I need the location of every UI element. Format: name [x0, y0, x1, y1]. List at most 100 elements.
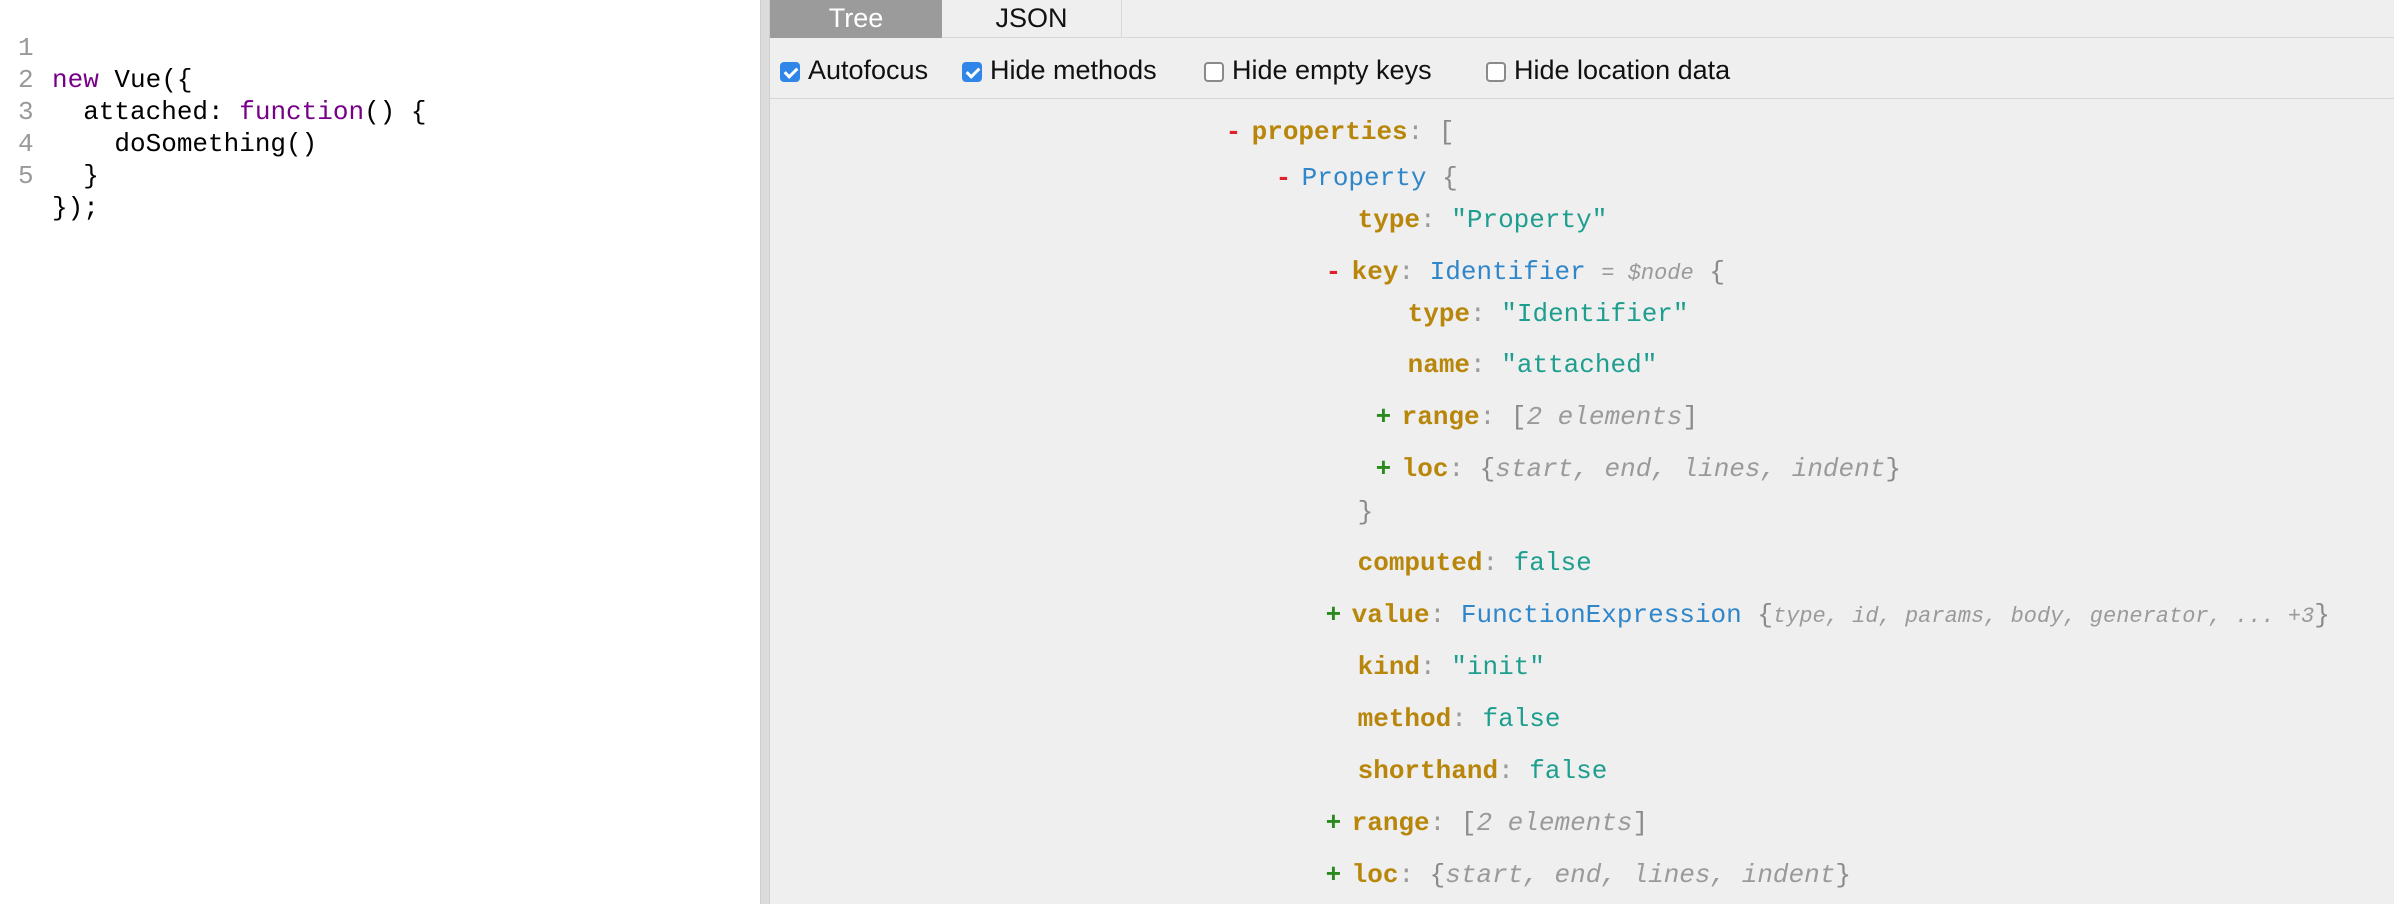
node-value: "Property" [1451, 205, 1608, 235]
line-number: 5 [18, 161, 34, 191]
node-summary: type, id, params, body, generator, ... +… [1772, 604, 2315, 629]
node-colon: : [1470, 350, 1486, 380]
tree-options-toolbar: Autofocus Hide methods Hide empty keys H… [770, 39, 2394, 99]
code-text: Vue({ [98, 65, 193, 95]
node-brace: } [2314, 600, 2330, 630]
tree-node-property[interactable]: -Property { [1182, 127, 1458, 193]
line-number: 1 [18, 33, 34, 63]
node-brace: { [1479, 454, 1496, 484]
expand-toggle[interactable]: + [1325, 600, 1342, 630]
tree-prop-name[interactable]: name: "attached" [1314, 314, 1658, 380]
node-bracket: [ [1438, 117, 1455, 147]
code-text: attached: [52, 97, 240, 127]
node-colon: : [1407, 117, 1424, 147]
code-text: () { [364, 97, 427, 127]
output-panel: Tree JSON Autofocus Hide methods Hide em… [770, 0, 2394, 904]
tree-node-range[interactable]: +range: [2 elements] [1282, 366, 1698, 432]
output-tabs: Tree JSON [770, 0, 2394, 38]
node-brace: { [1429, 860, 1446, 890]
autofocus-checkbox[interactable] [780, 62, 800, 82]
node-key[interactable]: value [1351, 600, 1430, 630]
tree-node-properties[interactable]: -properties: [ [1132, 100, 1455, 147]
tree-prop-kind[interactable]: kind: "init" [1264, 616, 1545, 682]
tab-tree[interactable]: Tree [770, 0, 942, 38]
node-bracket: ] [1632, 808, 1649, 838]
node-colon: : [1398, 860, 1415, 890]
autofocus-option[interactable]: Autofocus [780, 53, 952, 87]
node-key: computed [1357, 548, 1483, 578]
code-line[interactable]: 2 attached: function() { [0, 32, 760, 127]
node-type: FunctionExpression [1460, 600, 1742, 630]
node-key[interactable]: properties [1251, 117, 1408, 147]
node-colon: : [1448, 454, 1465, 484]
tree-close-brace: } [1264, 461, 1374, 527]
expand-toggle[interactable]: + [1325, 808, 1342, 838]
node-key: kind [1357, 652, 1421, 682]
node-brace: } [1885, 454, 1901, 484]
line-number: 2 [18, 65, 34, 95]
node-colon: : [1420, 205, 1436, 235]
node-key: type [1407, 299, 1471, 329]
node-key[interactable]: loc [1401, 454, 1449, 484]
expand-toggle[interactable]: + [1375, 402, 1392, 432]
node-brace: { [1757, 600, 1773, 630]
node-summary: start, end, lines, indent [1445, 860, 1836, 890]
expand-toggle[interactable]: + [1375, 454, 1392, 484]
tree-prop-computed[interactable]: computed: false [1264, 512, 1592, 578]
node-colon: : [1470, 299, 1486, 329]
node-bracket: [ [1460, 808, 1477, 838]
tree-prop-type[interactable]: type: "Identifier" [1314, 263, 1689, 329]
autofocus-label: Autofocus [808, 55, 929, 85]
tree-prop-type[interactable]: type: "Property" [1264, 169, 1608, 235]
hide-empty-keys-label: Hide empty keys [1232, 55, 1432, 85]
tab-json[interactable]: JSON [942, 0, 1122, 38]
node-brace: } [1357, 497, 1374, 527]
collapse-toggle[interactable]: - [1325, 257, 1342, 287]
expand-toggle[interactable]: + [1325, 860, 1342, 890]
tree-prop-shorthand[interactable]: shorthand: false [1264, 720, 1608, 786]
hide-location-data-label: Hide location data [1514, 55, 1731, 85]
tree-prop-method[interactable]: method: false [1264, 668, 1561, 734]
code-keyword: new [52, 65, 99, 95]
collapse-toggle[interactable]: - [1275, 163, 1292, 193]
code-line[interactable]: 4 } [0, 96, 760, 191]
code-line[interactable]: 3 doSomething() [0, 64, 760, 159]
code-line[interactable]: 5 }); [0, 128, 760, 223]
code-text: doSomething() [52, 129, 318, 159]
node-colon: : [1398, 257, 1415, 287]
tree-node-value[interactable]: + value: FunctionExpression {type, id, pa… [1232, 564, 2330, 630]
code-line[interactable]: 1 new Vue({ [0, 0, 760, 95]
node-colon: : [1498, 756, 1514, 786]
hide-location-data-checkbox[interactable] [1486, 62, 1506, 82]
hide-empty-keys-option[interactable]: Hide empty keys [1204, 53, 1474, 87]
node-key[interactable]: key [1351, 257, 1399, 287]
node-value: false [1529, 756, 1608, 786]
code-keyword: function [239, 97, 365, 127]
node-type[interactable]: Property [1301, 163, 1427, 193]
tree-close-brace: } [1214, 866, 1324, 904]
node-brace: { [1709, 257, 1725, 287]
node-key[interactable]: range [1401, 402, 1480, 432]
node-colon: : [1420, 652, 1436, 682]
node-key[interactable]: loc [1351, 860, 1399, 890]
node-key: name [1407, 350, 1471, 380]
node-brace: } [1308, 902, 1324, 904]
hide-empty-keys-checkbox[interactable] [1204, 62, 1224, 82]
ast-tree: -properties: [ -Property { type: "Proper… [770, 100, 2394, 904]
hide-location-data-option[interactable]: Hide location data [1486, 53, 1776, 87]
node-colon: : [1482, 548, 1499, 578]
tree-node-range[interactable]: +range: [2 elements] [1232, 772, 1648, 838]
node-colon: : [1429, 600, 1446, 630]
node-key[interactable]: range [1351, 808, 1430, 838]
node-brace: } [1835, 860, 1851, 890]
tree-node-loc[interactable]: +loc: {start, end, lines, indent} [1282, 418, 1901, 484]
node-type: Identifier [1429, 257, 1586, 287]
code-editor[interactable]: 1 new Vue({ 2 attached: function() { 3 d… [0, 0, 760, 904]
node-key: shorthand [1357, 756, 1499, 786]
tree-node-loc[interactable]: + loc: {start, end, lines, indent} [1232, 824, 1851, 890]
hide-methods-checkbox[interactable] [962, 62, 982, 82]
collapse-toggle[interactable]: - [1225, 117, 1242, 147]
tree-node-key[interactable]: -key: Identifier = $node { [1232, 221, 1725, 287]
pane-splitter[interactable] [760, 0, 770, 904]
hide-methods-option[interactable]: Hide methods [962, 53, 1192, 87]
